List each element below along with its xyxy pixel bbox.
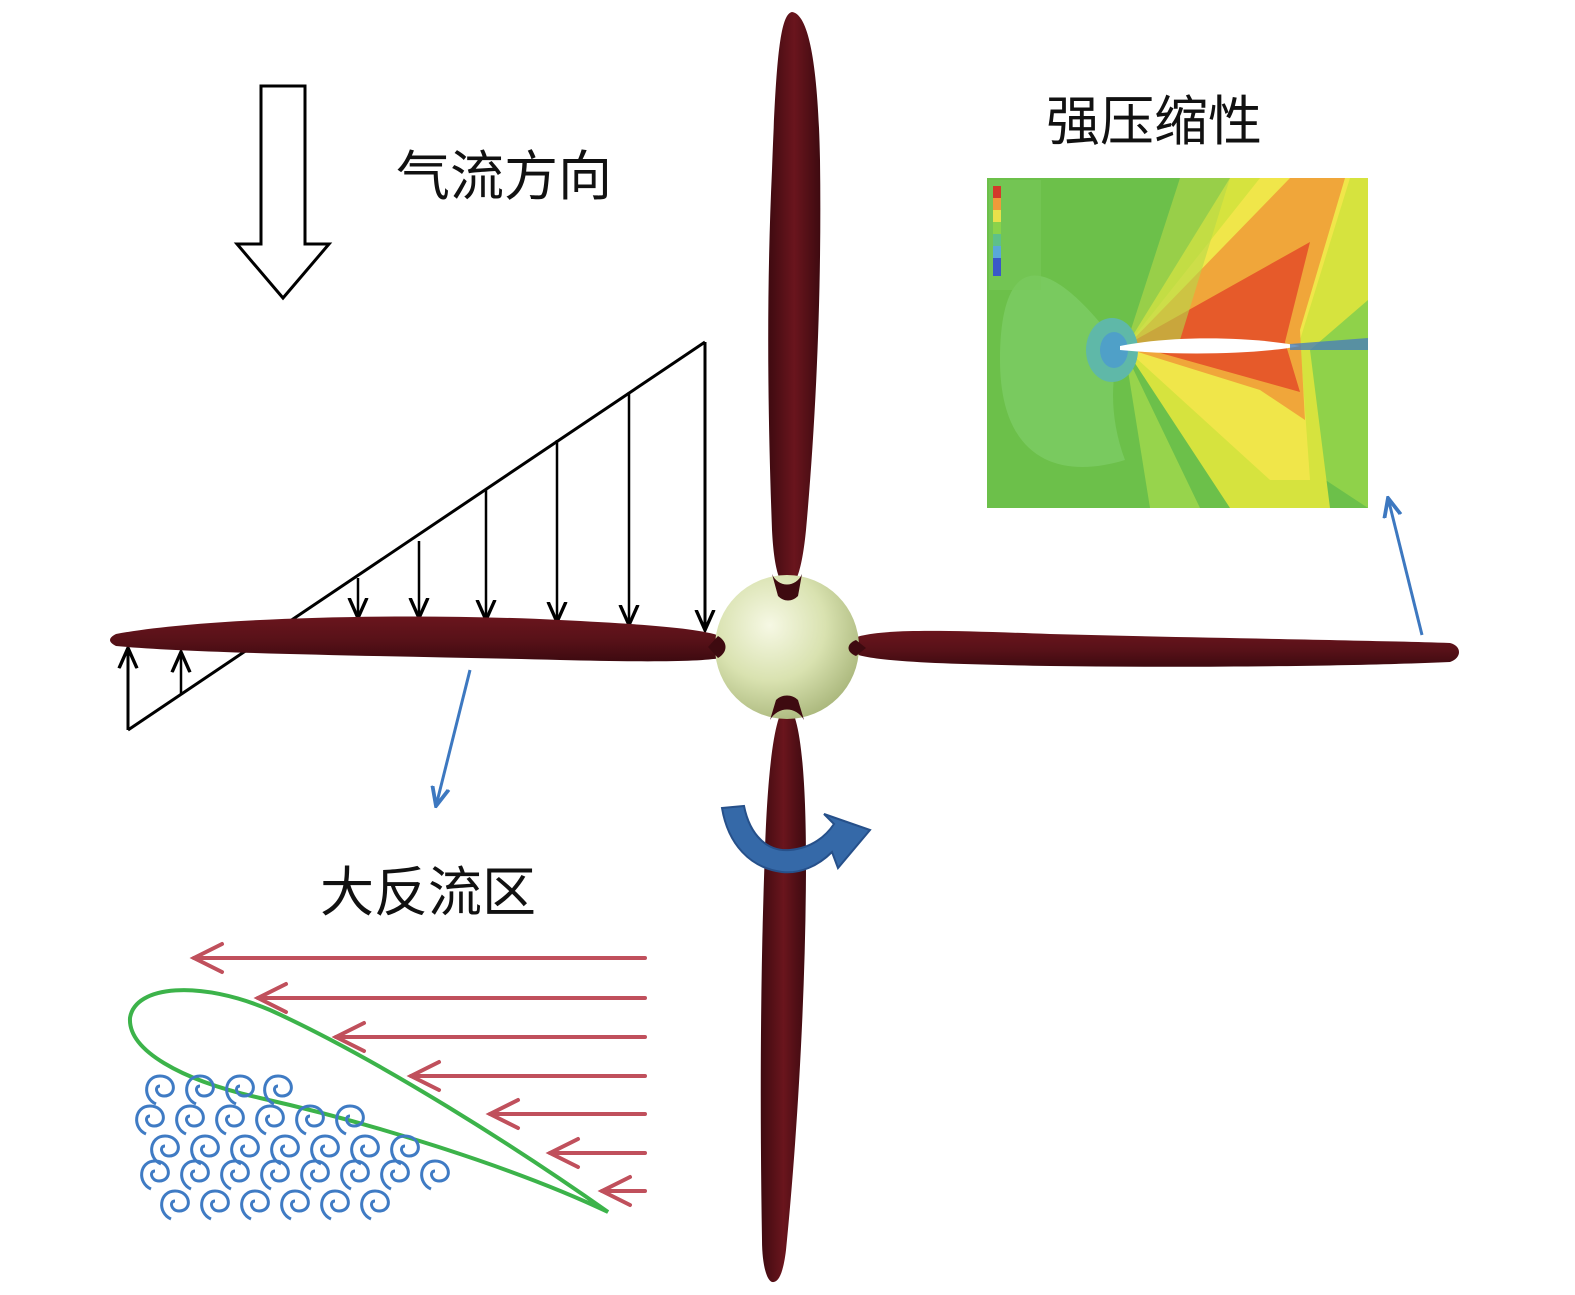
vortex-spiral-icon: [310, 1134, 340, 1166]
vortex-spiral-icon: [360, 1189, 390, 1221]
vortex-spiral-icon: [225, 1074, 255, 1106]
vortex-spiral-icon: [145, 1074, 175, 1106]
pressure-contour-inset: [987, 178, 1368, 508]
vortex-spiral-icon: [280, 1189, 310, 1221]
blade-top: [768, 12, 821, 588]
rotation-arrow-icon: [720, 804, 872, 874]
vortex-spiral-icon: [300, 1159, 330, 1191]
vortex-region: [135, 1074, 450, 1221]
blade-bottom: [760, 706, 806, 1283]
vortex-spiral-icon: [160, 1189, 190, 1221]
vortex-spiral-icon: [320, 1189, 350, 1221]
vortex-spiral-icon: [260, 1159, 290, 1191]
vortex-spiral-icon: [140, 1159, 170, 1191]
pointer-arrows: [436, 498, 1424, 806]
vortex-spiral-icon: [215, 1104, 245, 1136]
vortex-spiral-icon: [335, 1104, 365, 1136]
propeller-hub: [715, 575, 859, 719]
vortex-spiral-icon: [255, 1104, 285, 1136]
vortex-spiral-icon: [420, 1159, 450, 1191]
large-reverse-flow-zone-label: 大反流区: [320, 861, 536, 924]
vortex-spiral-icon: [380, 1159, 410, 1191]
vortex-spiral-icon: [263, 1074, 293, 1106]
vortex-spiral-icon: [220, 1159, 250, 1191]
load-line: [127, 340, 706, 732]
strong-compressibility-label: 强压缩性: [1046, 90, 1262, 153]
vortex-spiral-icon: [230, 1134, 260, 1166]
vortex-spiral-icon: [200, 1189, 230, 1221]
blade-left: [110, 616, 726, 662]
load-arrows-up: [128, 648, 181, 726]
vortex-spiral-icon: [340, 1159, 370, 1191]
vortex-spiral-icon: [390, 1134, 420, 1166]
reverse-flow-arrows: [189, 942, 647, 1207]
vortex-spiral-icon: [150, 1134, 180, 1166]
vortex-spiral-icon: [270, 1134, 300, 1166]
vortex-spiral-icon: [135, 1104, 165, 1136]
load-arrows-down: [358, 350, 705, 630]
vortex-spiral-icon: [180, 1159, 210, 1191]
airflow-direction-label: 气流方向: [396, 145, 612, 208]
pointer-to-reverse-flow: [436, 669, 472, 806]
load-distribution-diagram: [127, 340, 706, 732]
vortex-spiral-icon: [185, 1074, 215, 1106]
vortex-spiral-icon: [350, 1134, 380, 1166]
pointer-to-compressibility: [1388, 498, 1424, 636]
airfoil-outline: [127, 988, 610, 1214]
vortex-spiral-icon: [295, 1104, 325, 1136]
vortex-spiral-icon: [190, 1134, 220, 1166]
airflow-down-arrow-icon: [233, 84, 333, 301]
blade-right: [845, 630, 1459, 667]
vortex-spiral-icon: [175, 1104, 205, 1136]
vortex-spiral-icon: [240, 1189, 270, 1221]
